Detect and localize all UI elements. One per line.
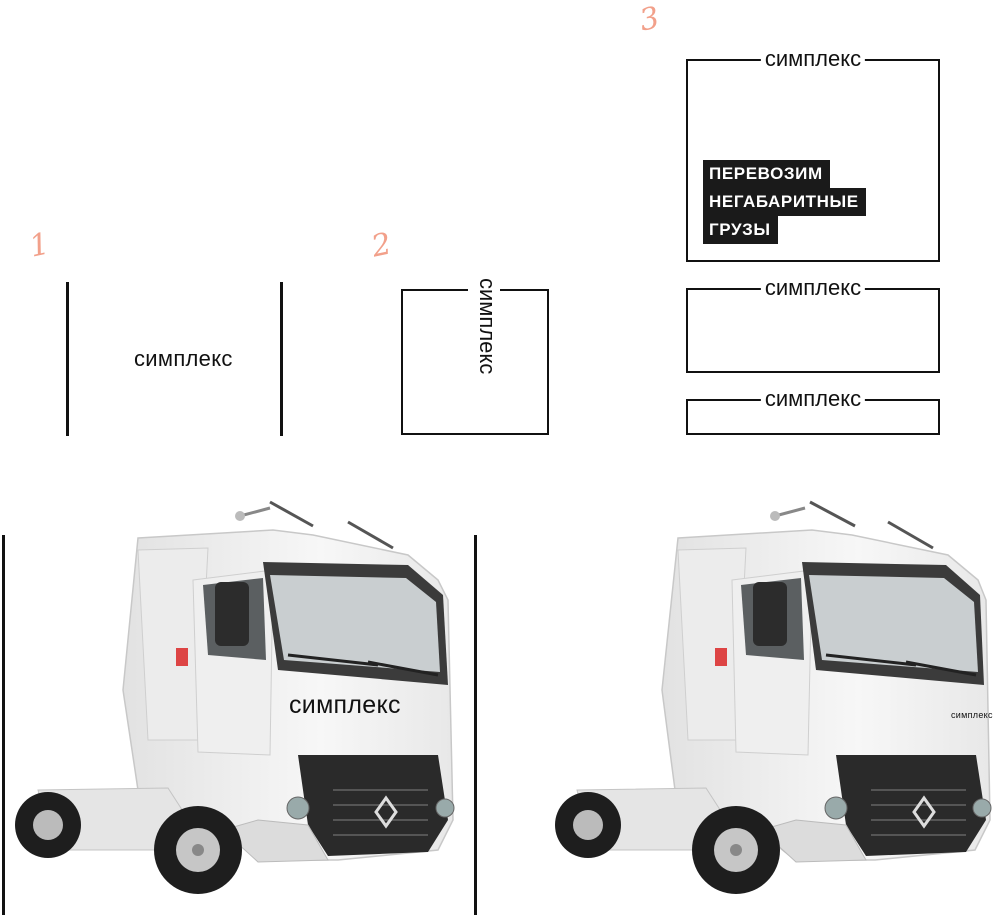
- truck-small-wordmark: симплекс: [951, 710, 993, 720]
- headline-line-2: НЕГАБАРИТНЫЕ: [703, 188, 866, 216]
- concept3-small-wordmark: симплекс: [760, 387, 866, 411]
- sketch-number-3: 3: [636, 0, 663, 39]
- truck1-right-rule: [474, 535, 477, 915]
- concept3-medium-frame: симплекс: [686, 276, 940, 373]
- concept3-small-frame: симплекс: [686, 387, 940, 435]
- concept1-wordmark: симплекс: [134, 346, 233, 371]
- headline-line-3: ГРУЗЫ: [703, 216, 778, 244]
- concept2-vertical-wordmark: симплекс: [475, 278, 500, 375]
- truck1-left-rule: [2, 535, 5, 915]
- renault-logo-icon: [374, 795, 398, 829]
- sketch-number-1: 1: [26, 226, 53, 265]
- headline-badge: ПЕРЕВОЗИМ НЕГАБАРИТНЫЕ ГРУЗЫ: [703, 160, 866, 244]
- concept1-right-rule: [280, 282, 283, 436]
- truck-cab-wordmark: симплекс: [289, 691, 401, 719]
- concept3-medium-wordmark: симплекс: [760, 276, 866, 300]
- renault-logo-icon: [912, 795, 936, 829]
- concept3-large-wordmark: симплекс: [760, 47, 866, 71]
- concept3-large-frame: симплекс: [686, 47, 940, 262]
- truck-illustration-left: [15, 500, 455, 894]
- concept2-label-gap: [468, 286, 500, 418]
- truck-illustration-right: [555, 500, 992, 894]
- sketch-number-2: 2: [368, 226, 395, 265]
- headline-line-1: ПЕРЕВОЗИМ: [703, 160, 830, 188]
- concept1-left-rule: [66, 282, 69, 436]
